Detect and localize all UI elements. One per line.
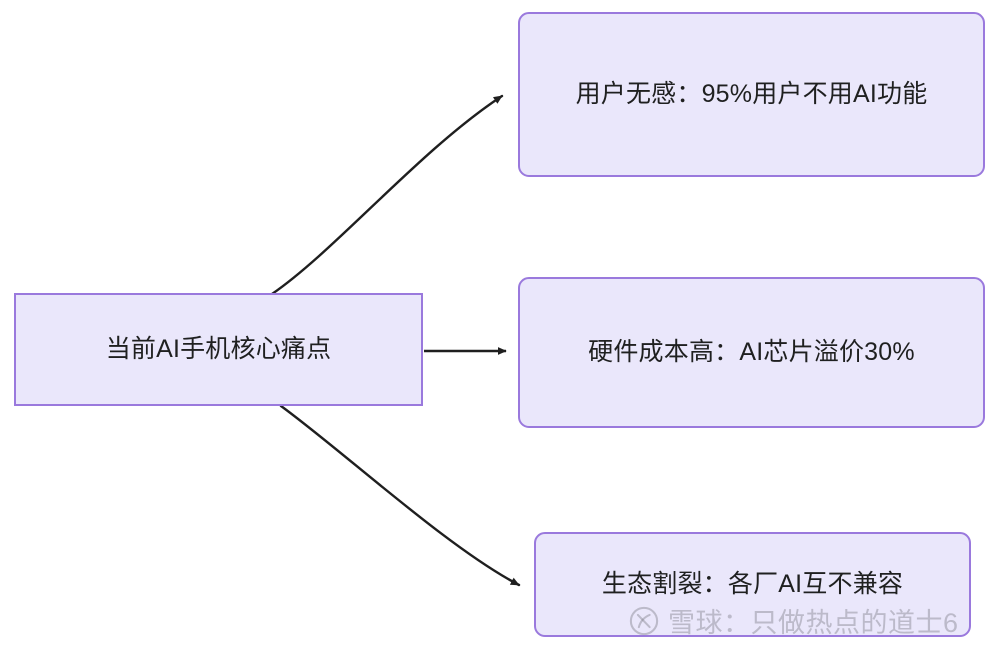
node-branch-2-label: 硬件成本高：AI芯片溢价30% — [588, 338, 915, 367]
node-branch-1-label: 用户无感：95%用户不用AI功能 — [575, 80, 928, 109]
node-root[interactable]: 当前AI手机核心痛点 — [14, 293, 423, 406]
node-branch-hardware-cost[interactable]: 硬件成本高：AI芯片溢价30% — [518, 277, 985, 428]
node-branch-user-insensitive[interactable]: 用户无感：95%用户不用AI功能 — [518, 12, 985, 177]
edge-root-to-branch-1 — [270, 94, 504, 296]
node-root-label: 当前AI手机核心痛点 — [105, 335, 332, 364]
node-branch-3-label: 生态割裂：各厂AI互不兼容 — [601, 570, 904, 599]
node-branch-ecosystem-fragmentation[interactable]: 生态割裂：各厂AI互不兼容 — [534, 532, 971, 637]
edge-root-to-branch-3 — [279, 404, 521, 587]
